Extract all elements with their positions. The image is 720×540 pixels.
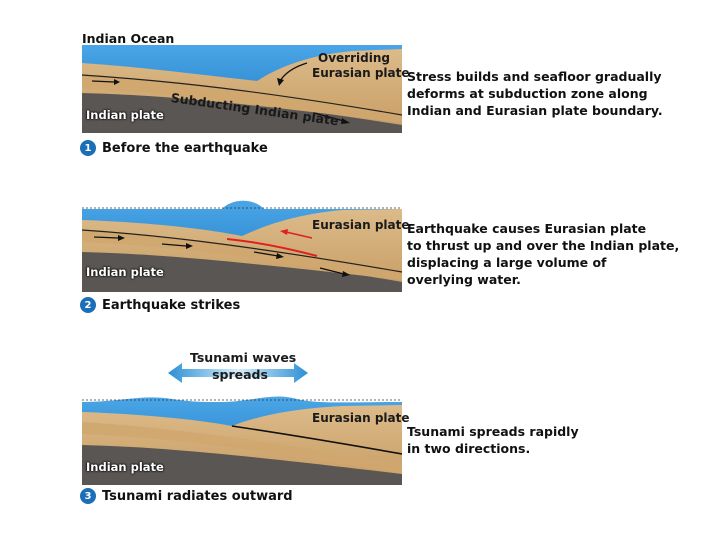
step-1-badge: 1 [80,140,96,156]
step-2-label: Earthquake strikes [102,298,240,313]
label-overriding-eurasian: Eurasian plate [312,66,410,80]
step-1-caption: 1 Before the earthquake [80,139,268,157]
label-indian-plate-2: Indian plate [86,265,164,279]
label-eurasian-plate-3: Eurasian plate [312,411,410,425]
label-overriding: Overriding [318,51,390,65]
tsunami-waves-label: Tsunami waves spreads [190,349,290,383]
panel-2-description: Earthquake causes Eurasian plate to thru… [407,220,679,288]
step-2-badge: 2 [80,297,96,313]
panel-3-description: Tsunami spreads rapidly in two direction… [407,423,579,457]
step-2-caption: 2 Earthquake strikes [80,296,240,314]
step-3-label: Tsunami radiates outward [102,489,293,504]
label-indian-plate-3: Indian plate [86,460,164,474]
heading-indian-ocean: Indian Ocean [82,31,174,46]
label-eurasian-plate-2: Eurasian plate [312,218,410,232]
step-3-caption: 3 Tsunami radiates outward [80,487,293,505]
step-1-label: Before the earthquake [102,141,268,156]
panel-1-description: Stress builds and seafloor gradually def… [407,68,663,119]
step-3-badge: 3 [80,488,96,504]
label-indian-plate-1: Indian plate [86,108,164,122]
